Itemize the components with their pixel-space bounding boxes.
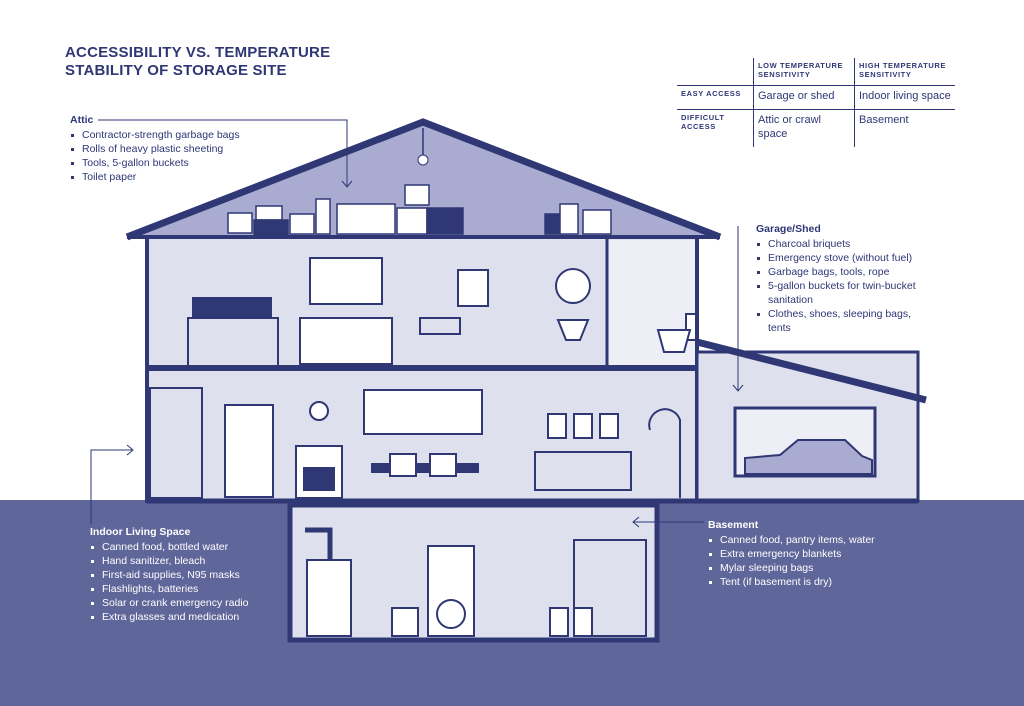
list-item: Clothes, shoes, sleeping bags, tents [756,307,931,335]
attic-section: Attic Contractor-strength garbage bags R… [70,113,330,184]
upper-furniture [187,257,697,367]
garage-roof [696,338,927,404]
attic-bulb-icon [417,154,429,166]
cell-easy-low: Garage or shed [753,85,855,110]
basement-furniture [305,527,647,637]
list-item: Canned food, bottled water [90,540,290,554]
row-header-easy: Easy Access [677,85,754,110]
list-item: Rolls of heavy plastic sheeting [70,142,330,156]
list-item: Emergency stove (without fuel) [756,251,931,265]
list-item: Extra emergency blankets [708,547,908,561]
list-item: 5-gallon buckets for twin-bucket sanitat… [756,279,931,307]
cell-difficult-high: Basement [854,109,955,147]
garage-heading: Garage/Shed [756,223,821,235]
cell-easy-high: Indoor living space [854,85,955,110]
basement-section: Basement Canned food, pantry items, wate… [708,518,908,589]
roof [125,118,722,241]
col-header-high: High Temperature Sensitivity [854,58,955,86]
list-item: Contractor-strength garbage bags [70,128,330,142]
list-item: Canned food, pantry items, water [708,533,908,547]
list-item: Tools, 5-gallon buckets [70,156,330,170]
list-item: Flashlights, batteries [90,582,290,596]
car [744,439,873,475]
list-item: Charcoal briquets [756,237,931,251]
list-item: Solar or crank emergency radio [90,596,290,610]
col-header-low: Low Temperature Sensitivity [753,58,855,86]
callout-lines [90,119,744,528]
garage-section: Garage/Shed Charcoal briquets Emergency … [756,222,931,335]
list-item: Hand sanitizer, bleach [90,554,290,568]
list-item: Garbage bags, tools, rope [756,265,931,279]
list-item: First-aid supplies, N95 masks [90,568,290,582]
attic-boxes [227,184,612,236]
list-item: Toilet paper [70,170,330,184]
indoor-section: Indoor Living Space Canned food, bottled… [90,525,290,624]
lower-furniture [149,387,681,499]
row-header-difficult: Difficult Access [677,109,754,147]
list-item: Tent (if basement is dry) [708,575,908,589]
cell-difficult-low: Attic or crawl space [753,109,855,147]
page-title: Accessibility vs. Temperature Stability … [65,44,331,79]
storage-matrix: Low Temperature Sensitivity High Tempera… [677,58,955,147]
attic-heading: Attic [70,114,94,126]
list-item: Mylar sleeping bags [708,561,908,575]
indoor-heading: Indoor Living Space [90,526,191,538]
basement-heading: Basement [708,519,759,531]
list-item: Extra glasses and medication [90,610,290,624]
